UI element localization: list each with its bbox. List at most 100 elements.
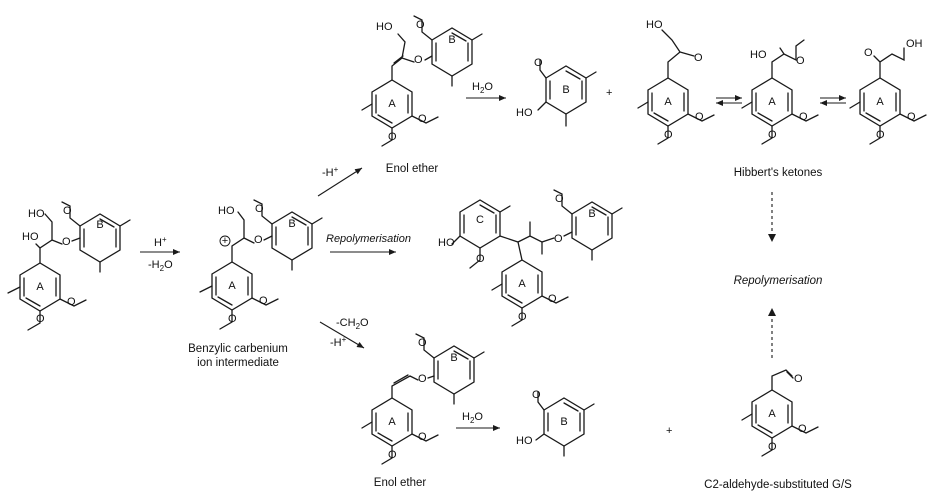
enol-ether-bottom-caption: Enol ether: [374, 477, 427, 489]
repolymerised-ether-o: O: [554, 233, 563, 245]
repolymerised-ring-a-label: A: [518, 278, 526, 290]
hibberts-caption: Hibbert's ketones: [734, 167, 823, 179]
carbenium-methoxy-o: O: [259, 295, 268, 307]
formaldehyde-reagent: -CH2O: [336, 317, 369, 331]
enol-bottom-methoxy-o: O: [418, 431, 427, 443]
equilibrium-2: [820, 95, 846, 106]
repolymerised-ring-c: C HO O: [438, 199, 511, 269]
acidolysis-step: H+ -H2O: [140, 235, 180, 273]
aldehyde-ring-label: A: [768, 408, 776, 420]
hibbert-2-phenol-o: O: [768, 129, 777, 141]
hibbert-1-ketone-o: O: [694, 52, 703, 64]
repolymerisation-reagent: Repolymerisation: [326, 233, 411, 245]
repolymerised-ring-b: B O: [553, 189, 623, 261]
enol-top-ring-a-label: A: [388, 98, 396, 110]
carbenium-caption-line1: Benzylic carbenium: [188, 343, 288, 355]
enol-bottom-ether-o: O: [418, 373, 427, 385]
equilibrium-1: [716, 95, 742, 106]
enol-bottom-ring-b-label: B: [450, 352, 457, 364]
carbenium-intermediate: A O O + HO O B O: [199, 199, 323, 330]
hibbert-2-ring-label: A: [768, 96, 776, 108]
hibbert-3-ketone-o: O: [864, 47, 873, 59]
hibbert-ketone-3: A O O O OH: [849, 38, 927, 145]
enol-ether-top: A O O HO O B O: [361, 15, 483, 147]
starting-ether-o: O: [62, 236, 71, 248]
deprotonation-reagent-top: -H+: [322, 165, 339, 179]
enol-bottom-ring-a-label: A: [388, 416, 396, 428]
hibbert-3-methoxy-o: O: [907, 111, 916, 123]
carbenium-charge: +: [222, 235, 228, 247]
starting-ring-b: B O: [61, 201, 131, 273]
carbenium-ether-o: O: [254, 234, 263, 246]
starting-ring-a: A O O: [7, 262, 87, 331]
repolymerised-ring-a-phenol-o: O: [518, 311, 527, 323]
carbenium-ring-a-label: A: [228, 280, 236, 292]
plus-top: +: [606, 87, 612, 99]
starting-compound: A O O HO HO O B O: [7, 201, 131, 331]
phenol-b-bottom: B O HO: [516, 389, 595, 457]
hibbert-1-oh: HO: [646, 19, 663, 31]
enol-bottom-ring-a: A O O: [361, 397, 439, 465]
enol-top-phenol-o: O: [388, 131, 397, 143]
hibbert-1-ring-label: A: [664, 96, 672, 108]
starting-alpha-oh: HO: [22, 231, 39, 243]
hydrolysis-step-top: H2O: [466, 81, 506, 101]
phenol-b-top: B O HO: [516, 57, 597, 127]
enol-bottom-ringb-methoxy-o: O: [418, 337, 427, 349]
aldehyde-carbonyl-o: O: [794, 373, 803, 385]
hibbert-ketone-2: A O O HO O: [741, 39, 819, 145]
hibbert-1-methoxy-o: O: [695, 111, 704, 123]
c2-aldehyde-product: A O O O: [741, 369, 819, 457]
enol-top-oh: HO: [376, 21, 393, 33]
hibbert-2-methoxy-o: O: [799, 111, 808, 123]
repolymerisation-caption: Repolymerisation: [734, 275, 823, 287]
hydrolysis-step-bottom: H2O: [456, 411, 500, 431]
repolymerised-ring-c-methoxy-o: O: [476, 253, 485, 265]
hibbert-3-oh: OH: [906, 38, 923, 50]
enol-ether-bottom: A O O O B O: [361, 333, 485, 465]
repolymerised-ring-c-oh: HO: [438, 237, 455, 249]
hibbert-1-phenol-o: O: [664, 129, 673, 141]
hibbert-3-phenol-o: O: [876, 129, 885, 141]
enol-bottom-ring-b: B O: [415, 333, 485, 405]
enol-ether-top-caption: Enol ether: [386, 163, 439, 175]
phenol-b-top-oh: HO: [516, 107, 533, 119]
enol-top-ringb-methoxy-o: O: [416, 19, 425, 31]
repolymerised-ring-a: A O O: [491, 241, 569, 327]
deprotonation-reagent-bottom: -H+: [330, 335, 347, 349]
carbenium-caption-line2: ion intermediate: [197, 357, 279, 369]
deprotonation-step-top: -H+: [317, 165, 363, 197]
hydrolysis-reagent-bottom: H2O: [462, 411, 483, 425]
starting-phenol-o: O: [36, 313, 45, 325]
starting-ring-b-label: B: [96, 219, 103, 231]
carbenium-ringb-methoxy-o: O: [255, 203, 264, 215]
carbenium-ring-b: B O: [253, 199, 323, 271]
formaldehyde-loss-step: -CH2O -H+: [319, 317, 369, 349]
hibbert-2-ketone-o: O: [796, 55, 805, 67]
carbenium-ring-b-label: B: [288, 218, 295, 230]
enol-top-ether-o: O: [414, 54, 423, 66]
hydrolysis-reagent-top: H2O: [472, 81, 493, 95]
hibbert-ketone-1: A O O HO O: [637, 19, 715, 145]
acid-reagent: H+: [154, 235, 167, 249]
enol-top-methoxy-o: O: [418, 113, 427, 125]
phenol-b-bottom-methoxy-o: O: [532, 389, 541, 401]
starting-gamma-oh: HO: [28, 208, 45, 220]
carbenium-ring-a: A O O: [199, 261, 279, 330]
enol-top-ring-a: A O O: [361, 79, 439, 147]
repolymerised-ring-b-label: B: [588, 208, 595, 220]
phenol-b-top-methoxy-o: O: [534, 57, 543, 69]
phenol-b-bottom-ring-label: B: [560, 416, 567, 428]
starting-methoxy-o: O: [67, 296, 76, 308]
phenol-b-bottom-oh: HO: [516, 435, 533, 447]
aldehyde-methoxy-o: O: [798, 423, 807, 435]
starting-ringb-methoxy-o: O: [63, 205, 72, 217]
water-loss-reagent: -H2O: [148, 259, 173, 273]
repolymerisation-step: Repolymerisation: [326, 233, 411, 255]
aldehyde-phenol-o: O: [768, 441, 777, 453]
aldehyde-caption: C2-aldehyde-substituted G/S: [704, 479, 852, 491]
carbenium-gamma-oh: HO: [218, 205, 235, 217]
repolymerised-ring-a-methoxy-o: O: [548, 293, 557, 305]
